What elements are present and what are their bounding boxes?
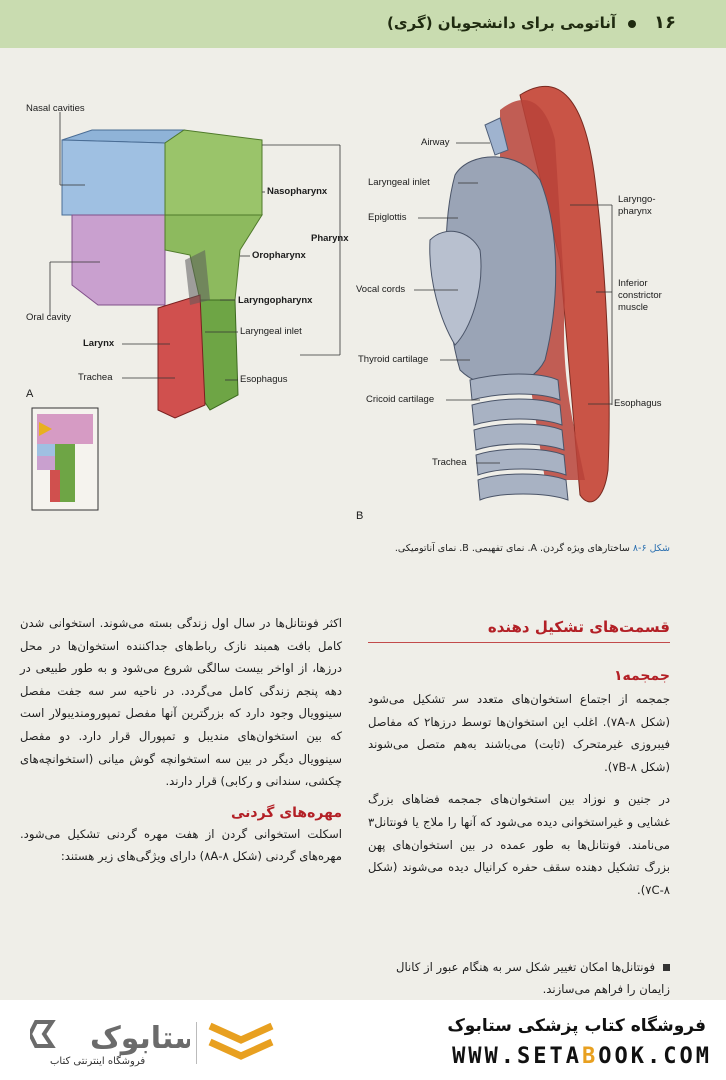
trachea-rings <box>469 373 569 501</box>
figure-caption: شکل ۶-۸ ساختارهای ویژه گردن. A. نمای تفه… <box>395 543 670 554</box>
right-column: جمجمه۱ جمجمه از اجتماع استخوان‌های متعدد… <box>368 668 670 901</box>
logo-wordmark: ستابوک <box>90 1021 190 1056</box>
book-title: آناتومی برای دانشجویان (گری) <box>387 14 616 32</box>
store-name: فروشگاه کتاب پزشکی ستابوک <box>447 1016 706 1036</box>
store-url[interactable]: WWW.SETABOOK.COM <box>452 1044 712 1069</box>
label-thyroid-cartilage: Thyroid cartilage <box>358 354 429 365</box>
paragraph-skull: جمجمه از اجتماع استخوان‌های متعدد سر تشک… <box>368 692 670 774</box>
airway-shape <box>484 117 509 156</box>
label-oral-cavity: Oral cavity <box>26 312 71 323</box>
label-esophagus-b: Esophagus <box>614 398 662 409</box>
book-page: آناتومی برای دانشجویان (گری) ۱۶ <box>0 0 726 1000</box>
label-trachea-a: Trachea <box>78 372 113 383</box>
panel-letter-a: A <box>26 388 34 400</box>
label-vocal-cords: Vocal cords <box>356 284 406 295</box>
subsection-title-cervical: مهره‌های گردنی <box>230 804 342 821</box>
label-larynx: Larynx <box>83 338 115 349</box>
thyroid-cartilage-shape <box>429 230 482 346</box>
label-cricoid-cartilage: Cricoid cartilage <box>366 394 435 405</box>
label-laryngopharynx-b-line2: pharynx <box>618 206 652 217</box>
label-laryngopharynx-b-line1: Laryngo- <box>618 194 656 205</box>
chevrons-logo-icon <box>208 1022 274 1060</box>
paragraph-sutures: اکثر فونتانل‌ها در سال اول زندگی بسته می… <box>20 616 342 789</box>
store-footer-banner: ستابوک فروشگاه اینترنتی کتاب فروشگاه کتا… <box>0 1000 726 1080</box>
bullet-square-icon <box>663 964 670 971</box>
label-pharynx: Pharynx <box>311 233 349 244</box>
figure-panel-a-schematic <box>31 112 341 511</box>
label-epiglottis: Epiglottis <box>368 212 407 223</box>
label-esophagus-a: Esophagus <box>240 374 288 385</box>
label-inferior-constrictor-line1: Inferior <box>618 278 648 289</box>
page-header <box>0 0 726 48</box>
paragraph-fontanelles: در جنین و نوزاد بین استخوان‌های جمجمه فض… <box>368 792 670 897</box>
label-inferior-constrictor-line2: constrictor <box>618 290 662 301</box>
figure-caption-text: ساختارهای ویژه گردن. A. نمای تفهیمی. B. … <box>394 543 630 554</box>
paragraph-cervical: اسکلت استخوانی گردن از هفت مهره گردنی تش… <box>20 826 342 864</box>
store-logo: ستابوک <box>30 1020 190 1056</box>
bullet-item: فونتانل‌ها امکان تغییر شکل سر به هنگام ع… <box>368 956 670 1000</box>
header-bullet-dot <box>628 20 636 28</box>
bullet-text: فونتانل‌ها امکان تغییر شکل سر به هنگام ع… <box>396 960 670 996</box>
label-oropharynx: Oropharynx <box>252 250 306 261</box>
label-airway: Airway <box>421 137 450 148</box>
url-prefix: WWW.SETA <box>452 1044 583 1069</box>
section-title: قسمت‌های تشکیل دهنده <box>368 618 670 643</box>
label-nasopharynx: Nasopharynx <box>267 186 328 197</box>
figure-panel-b-anatomy <box>414 85 613 503</box>
footer-separator <box>196 1022 197 1064</box>
url-highlight: B <box>582 1044 599 1069</box>
page-number: ۱۶ <box>654 12 676 33</box>
figure-caption-key: شکل ۶-۸ <box>632 543 670 554</box>
panel-letter-b: B <box>356 510 364 522</box>
label-laryngopharynx: Laryngopharynx <box>238 295 313 306</box>
label-laryngeal-inlet-b: Laryngeal inlet <box>368 177 430 188</box>
label-nasal-cavities: Nasal cavities <box>26 103 85 114</box>
label-laryngeal-inlet-a: Laryngeal inlet <box>240 326 302 337</box>
oral-cavity-block <box>71 214 166 306</box>
laryngeal-inlet-shape <box>185 250 210 305</box>
subsection-title-skull: جمجمه۱ <box>614 668 670 684</box>
label-trachea-b: Trachea <box>432 457 467 468</box>
url-suffix: OOK.COM <box>598 1044 712 1069</box>
logo-subtitle: فروشگاه اینترنتی کتاب <box>50 1056 146 1067</box>
nasopharynx-block <box>164 129 263 216</box>
left-column: اکثر فونتانل‌ها در سال اول زندگی بسته می… <box>20 612 342 868</box>
label-inferior-constrictor-line3: muscle <box>618 302 649 313</box>
